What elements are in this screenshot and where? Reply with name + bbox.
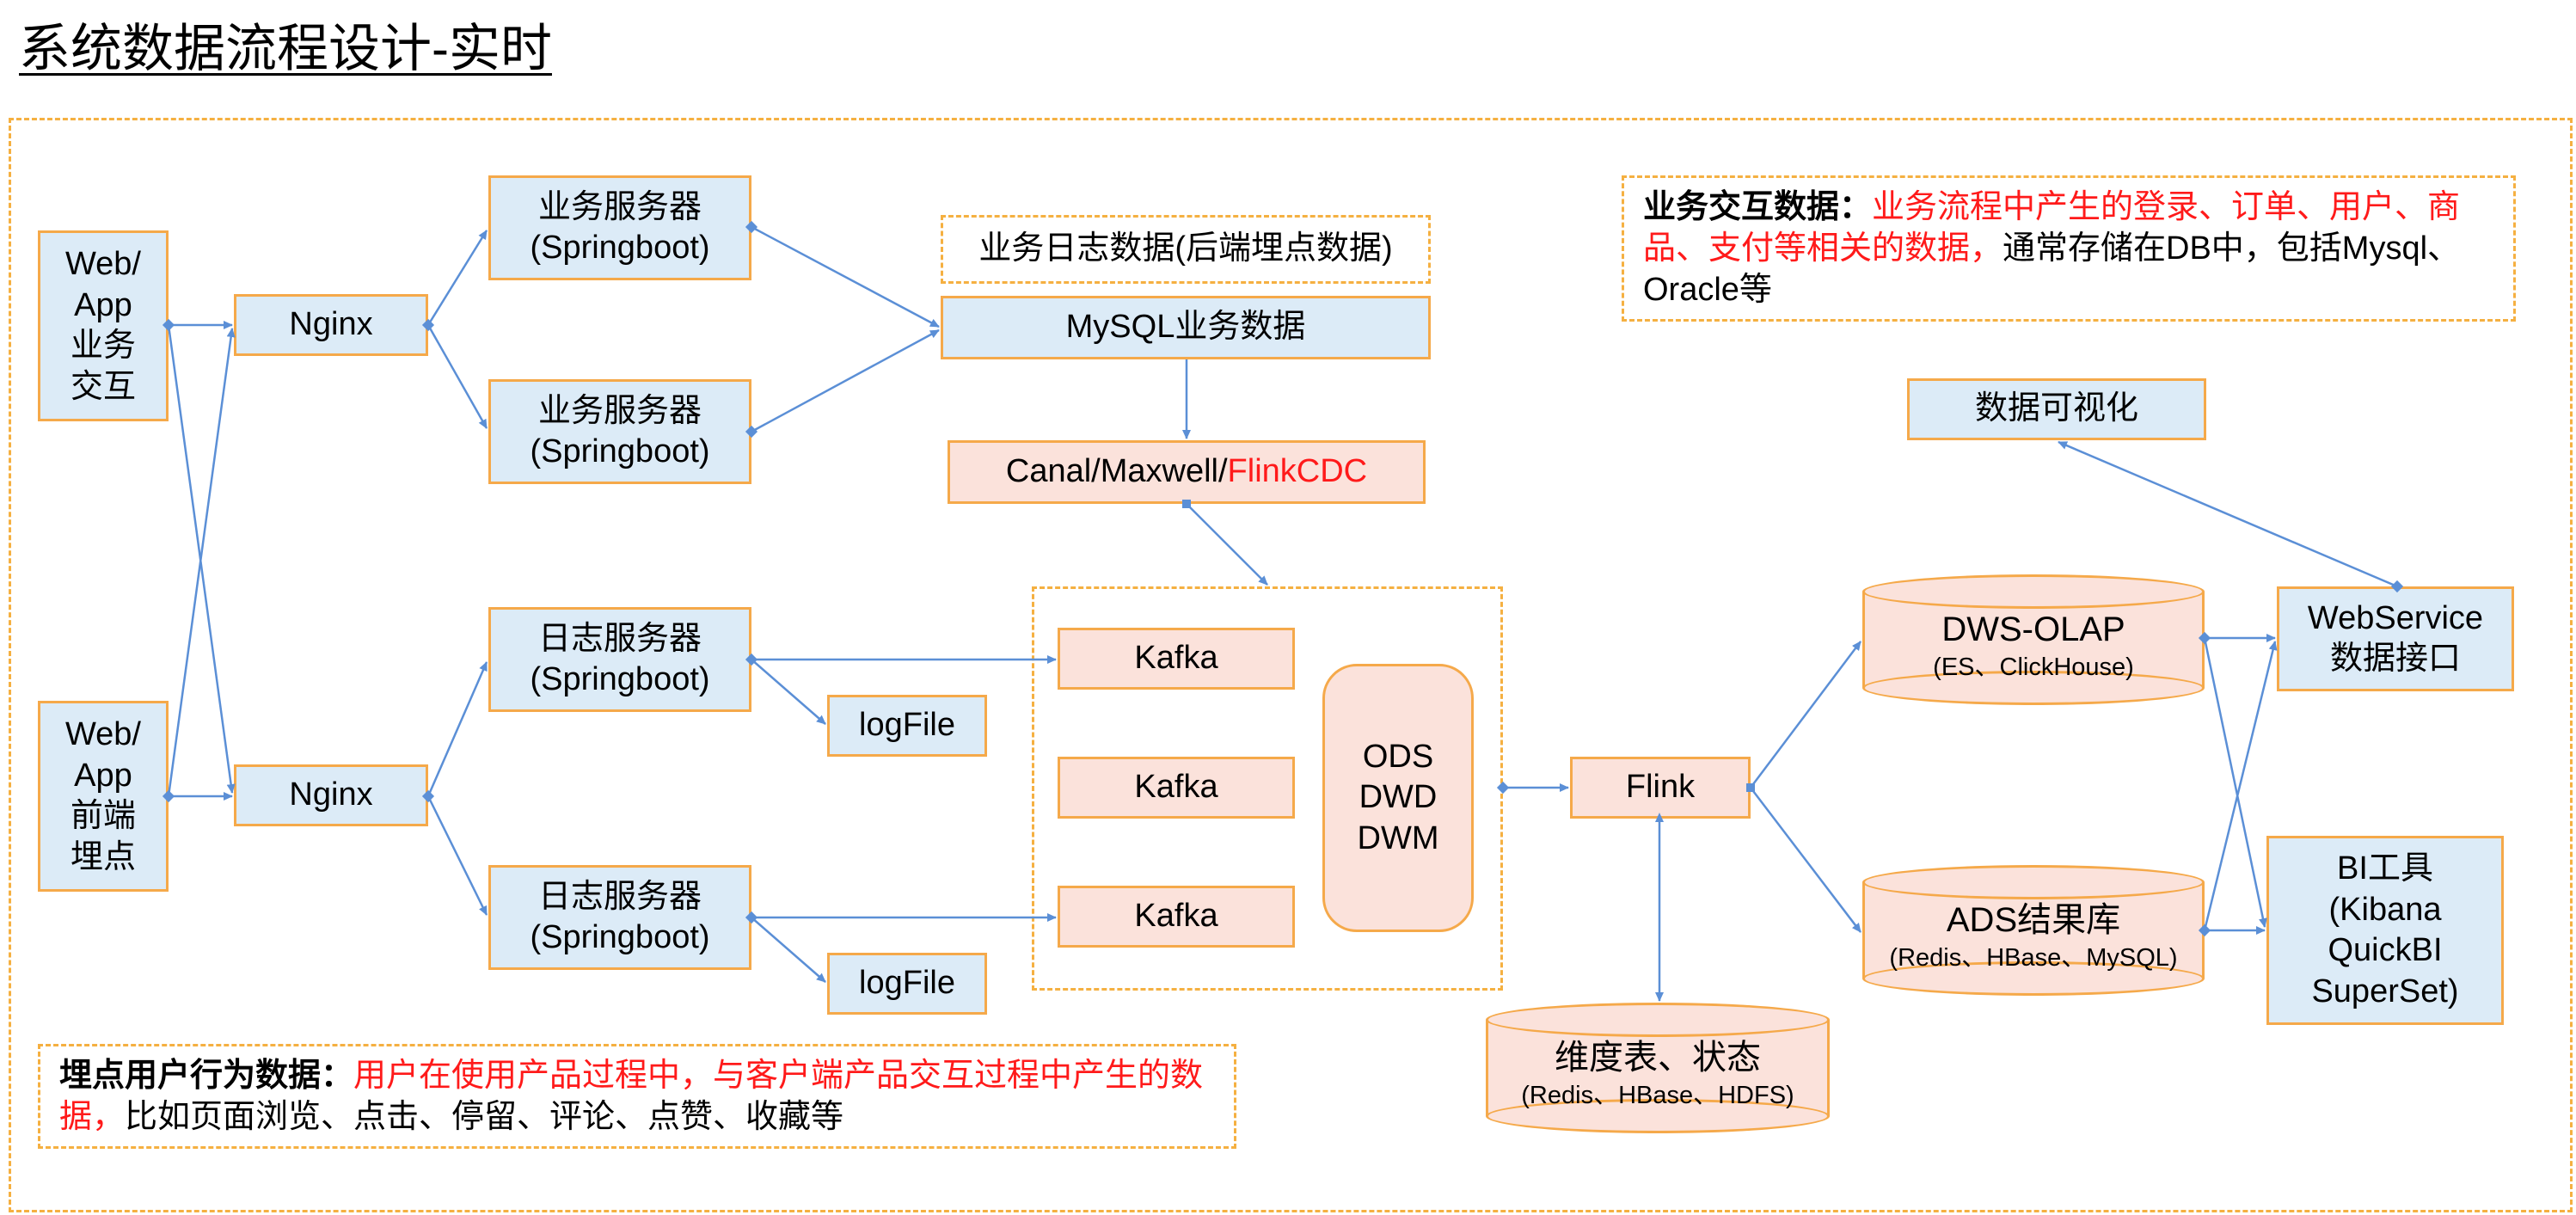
biz-server-1-node: 业务服务器 (Springboot): [488, 175, 751, 280]
business-data-note: 业务交互数据：业务流程中产生的登录、订单、用户、商品、支付等相关的数据，通常存储…: [1622, 175, 2516, 322]
realtime-flow-frame: [9, 118, 2573, 1212]
logfile-2-node: logFile: [827, 953, 987, 1015]
logfile-1-node: logFile: [827, 695, 987, 757]
biz-log-label: 业务日志数据(后端埋点数据): [941, 215, 1431, 284]
dim-table-sub: (Redis、HBase、HDFS): [1521, 1082, 1794, 1109]
business-note-text: 通常存储在DB中，包括Mysql、Oracle等: [1643, 230, 2461, 308]
cdc-tools-text: Canal/Maxwell/: [1005, 453, 1228, 490]
tracking-note-label: 埋点用户行为数据：: [59, 1058, 354, 1094]
kafka-2-node: Kafka: [1058, 757, 1295, 819]
nginx-bottom-node: Nginx: [234, 764, 428, 826]
bi-tools-node: BI工具 (Kibana QuickBI SuperSet): [2266, 836, 2504, 1025]
business-note-highlight: 业务流程中产生的登录、订单、用户、商品、支付等相关的数据，: [1643, 189, 2461, 267]
nginx-top-node: Nginx: [234, 294, 428, 356]
tracking-data-note: 埋点用户行为数据：用户在使用产品过程中，与客户端产品交互过程中产生的数据，比如页…: [38, 1044, 1236, 1149]
tracking-note-text: 比如页面浏览、点击、停留、评论、点赞、收藏等: [125, 1099, 844, 1135]
ads-store-title: ADS结果库: [1946, 901, 2121, 939]
data-viz-node: 数据可视化: [1907, 378, 2206, 440]
ods-dwd-dwm-node: ODS DWD DWM: [1322, 664, 1474, 932]
mysql-node: MySQL业务数据: [941, 296, 1431, 359]
dws-olap-title: DWS-OLAP: [1941, 611, 2125, 648]
business-note-label: 业务交互数据：: [1643, 189, 1873, 225]
tracking-note-highlight: 用户在使用产品过程中，与客户端产品交互过程中产生的数据，: [59, 1058, 1204, 1135]
log-server-2-node: 日志服务器 (Springboot): [488, 865, 751, 970]
kafka-3-node: Kafka: [1058, 886, 1295, 948]
kafka-1-node: Kafka: [1058, 628, 1295, 690]
client-business-node: Web/ App 业务 交互: [38, 230, 169, 421]
flink-node: Flink: [1570, 757, 1751, 819]
webservice-node: WebService 数据接口: [2277, 586, 2514, 691]
dws-olap-sub: (ES、ClickHouse): [1933, 654, 2134, 681]
page-title: 系统数据流程设计-实时: [19, 20, 552, 77]
ads-store-sub: (Redis、HBase、MySQL): [1889, 944, 2178, 972]
dws-olap-db: DWS-OLAP (ES、ClickHouse): [1862, 574, 2205, 705]
client-frontend-node: Web/ App 前端 埋点: [38, 701, 169, 892]
log-server-1-node: 日志服务器 (Springboot): [488, 607, 751, 712]
biz-server-2-node: 业务服务器 (Springboot): [488, 379, 751, 484]
dim-table-title: 维度表、状态: [1555, 1039, 1761, 1077]
dim-table-db: 维度表、状态 (Redis、HBase、HDFS): [1486, 1003, 1830, 1133]
flinkcdc-text: FlinkCDC: [1227, 453, 1368, 490]
